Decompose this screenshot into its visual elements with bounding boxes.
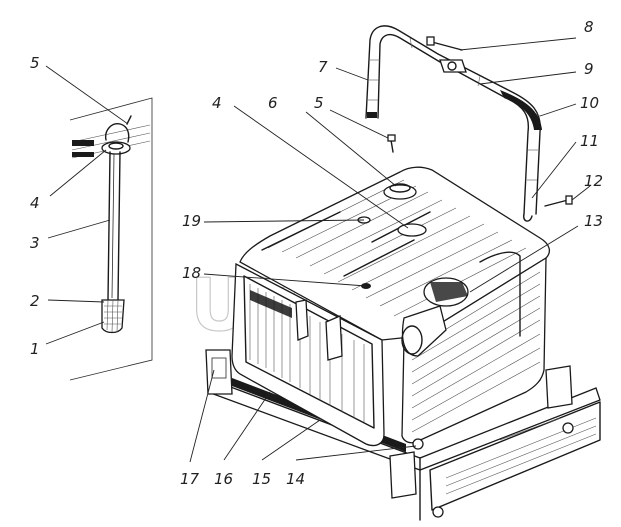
callout-15: 15 bbox=[252, 470, 271, 488]
bolt-5-head bbox=[387, 134, 396, 142]
filter-mesh bbox=[104, 299, 122, 333]
sender-cap bbox=[108, 142, 124, 150]
strap-buckle bbox=[439, 59, 467, 73]
side-rib bbox=[479, 251, 521, 337]
tank-front-face bbox=[231, 262, 385, 447]
callout-7: 7 bbox=[318, 58, 328, 76]
bracket-17-hole bbox=[211, 357, 227, 379]
leader-lines bbox=[45, 37, 591, 463]
callout-2: 2 bbox=[30, 292, 40, 310]
callout-19: 19 bbox=[182, 212, 201, 230]
callout-3: 3 bbox=[30, 234, 40, 252]
callout-9: 9 bbox=[584, 60, 594, 78]
callout-12: 12 bbox=[584, 172, 603, 190]
callout-11: 11 bbox=[580, 132, 599, 150]
buckle-nut bbox=[447, 61, 457, 71]
bracket-17 bbox=[205, 349, 233, 395]
bracket-right bbox=[545, 365, 573, 409]
cradle-bolt-right bbox=[562, 422, 574, 434]
inset-band-1 bbox=[72, 140, 94, 146]
sender-tube-left bbox=[107, 151, 111, 301]
inset-outline bbox=[69, 97, 153, 381]
bolt-8-head bbox=[426, 36, 435, 46]
callout-16: 16 bbox=[214, 470, 233, 488]
callout-8: 8 bbox=[584, 18, 594, 36]
callout-4a: 4 bbox=[30, 194, 40, 212]
top-hatching bbox=[267, 179, 527, 317]
strap-outer bbox=[365, 25, 541, 215]
top-rib-2 bbox=[343, 239, 415, 277]
filler-cap bbox=[389, 183, 411, 193]
sender-screw bbox=[126, 115, 132, 125]
callout-5a: 5 bbox=[30, 54, 40, 72]
intake-fitting bbox=[401, 277, 469, 357]
baffle-1 bbox=[295, 299, 309, 341]
callout-18: 18 bbox=[182, 264, 201, 282]
callout-1: 1 bbox=[30, 340, 40, 358]
callout-17: 17 bbox=[180, 470, 200, 488]
inset-band-2 bbox=[72, 152, 94, 157]
callout-4b: 4 bbox=[212, 94, 222, 112]
bolt-8-shank bbox=[431, 41, 463, 51]
cradle-side bbox=[429, 401, 601, 511]
bolt-12-shank bbox=[544, 199, 569, 207]
callout-13: 13 bbox=[584, 212, 603, 230]
bolt-5-shank bbox=[390, 139, 394, 153]
callout-14: 14 bbox=[286, 470, 305, 488]
bolt-12-head bbox=[565, 195, 573, 205]
fitting-body bbox=[401, 305, 447, 357]
strap-hatching bbox=[368, 37, 541, 181]
strap-pad bbox=[500, 90, 542, 130]
callout-5b: 5 bbox=[314, 94, 324, 112]
fitting-head bbox=[430, 282, 468, 302]
bracket-front bbox=[389, 451, 417, 499]
tank-strap bbox=[365, 25, 573, 222]
inset-panel bbox=[69, 97, 153, 381]
sender-tube-inner bbox=[111, 153, 115, 299]
sender-opening bbox=[397, 223, 427, 237]
inner-shade bbox=[250, 290, 292, 318]
strap-lower-end bbox=[367, 112, 377, 118]
top-rib-1 bbox=[261, 211, 341, 251]
sender-tube-right bbox=[117, 151, 121, 301]
fitting-pipe bbox=[401, 325, 423, 355]
callout-labels: 5 4 3 2 1 4 6 5 7 8 9 10 11 12 13 19 18 … bbox=[30, 18, 603, 488]
fuel-level-sender bbox=[101, 115, 132, 334]
sender-head bbox=[105, 123, 130, 143]
callout-6: 6 bbox=[268, 94, 278, 112]
baffle-2 bbox=[325, 315, 343, 361]
strap-hook bbox=[522, 213, 533, 222]
cradle-bolt-front bbox=[432, 506, 444, 518]
fuel-tank bbox=[231, 166, 551, 450]
sender-flange bbox=[101, 141, 131, 155]
drain-plug-14 bbox=[412, 438, 424, 450]
callout-10: 10 bbox=[580, 94, 599, 112]
